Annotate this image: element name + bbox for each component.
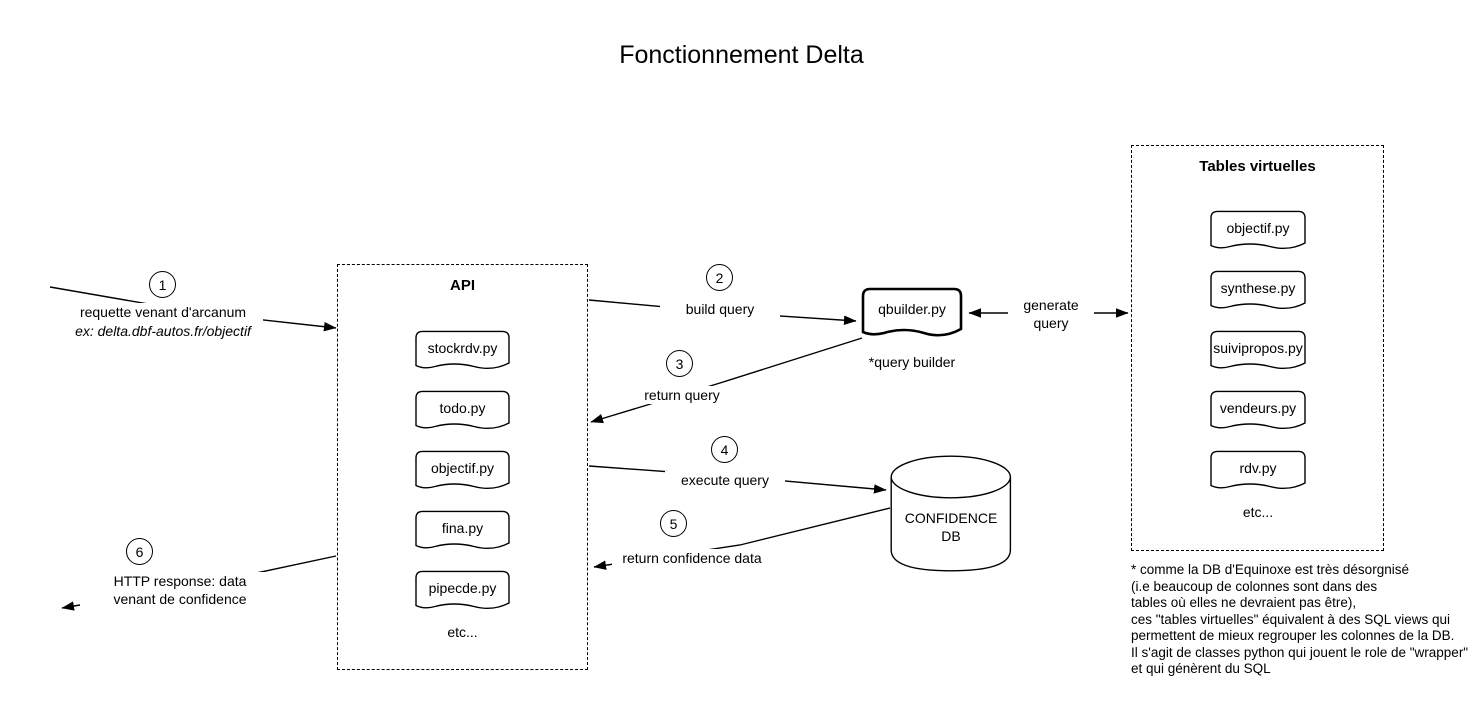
step-badge-2: 2 bbox=[706, 264, 733, 291]
edge-label-generate-query-line2: query bbox=[1008, 314, 1094, 332]
group-virtual-tables[interactable]: Tables virtuelles bbox=[1131, 145, 1384, 551]
step-label-4: execute query bbox=[665, 471, 785, 489]
step-badge-5: 5 bbox=[660, 510, 687, 537]
api-node-fina[interactable]: fina.py bbox=[413, 510, 512, 552]
group-api[interactable]: API bbox=[337, 264, 588, 670]
db-label-line2: DB bbox=[941, 527, 961, 544]
vt-node-rdv-label: rdv.py bbox=[1239, 459, 1277, 476]
vt-node-vendeurs[interactable]: vendeurs.py bbox=[1208, 390, 1308, 432]
api-node-fina-label: fina.py bbox=[441, 519, 484, 536]
vt-node-objectif-label: objectif.py bbox=[1226, 219, 1290, 236]
node-qbuilder[interactable]: qbuilder.py bbox=[861, 287, 963, 340]
vt-node-suivipropos[interactable]: suivipropos.py bbox=[1208, 330, 1308, 372]
step-label-3: return query bbox=[622, 386, 742, 404]
vt-node-objectif[interactable]: objectif.py bbox=[1208, 210, 1308, 252]
node-qbuilder-caption: *query builder bbox=[868, 354, 956, 370]
footnote-text: * comme la DB d'Equinoxe est très désorg… bbox=[1131, 562, 1469, 676]
api-node-objectif-label: objectif.py bbox=[430, 459, 495, 476]
api-etc-label: etc... bbox=[447, 624, 478, 640]
group-api-title: API bbox=[449, 277, 475, 294]
api-node-todo-label: todo.py bbox=[439, 399, 486, 416]
api-node-pipecde-label: pipecde.py bbox=[428, 579, 497, 596]
step-badge-6: 6 bbox=[126, 538, 153, 565]
virtual-tables-etc-label: etc... bbox=[1242, 504, 1274, 520]
vt-node-vendeurs-label: vendeurs.py bbox=[1219, 399, 1297, 416]
api-node-objectif[interactable]: objectif.py bbox=[413, 450, 512, 492]
api-node-stockrdv[interactable]: stockrdv.py bbox=[413, 330, 512, 372]
step-label-5: return confidence data bbox=[612, 549, 772, 567]
edge-label-generate-query-line1: generate bbox=[1008, 296, 1094, 314]
api-node-stockrdv-label: stockrdv.py bbox=[427, 339, 498, 356]
step-label-2: build query bbox=[660, 300, 780, 318]
db-label-line1: CONFIDENCE bbox=[904, 509, 998, 526]
page-title: Fonctionnement Delta bbox=[619, 41, 864, 69]
node-confidence-db[interactable]: CONFIDENCE DB bbox=[890, 455, 1012, 572]
step-badge-1: 1 bbox=[149, 271, 176, 298]
step-badge-4: 4 bbox=[711, 436, 738, 463]
vt-node-synthese[interactable]: synthese.py bbox=[1208, 270, 1308, 312]
node-qbuilder-label: qbuilder.py bbox=[878, 301, 946, 317]
api-node-todo[interactable]: todo.py bbox=[413, 390, 512, 432]
vt-node-rdv[interactable]: rdv.py bbox=[1208, 450, 1308, 492]
node-confidence-db-label: CONFIDENCE DB bbox=[890, 481, 1012, 572]
step-sublabel-1: ex: delta.dbf-autos.fr/objectif bbox=[63, 322, 263, 340]
step-label-1: requette venant d'arcanum bbox=[63, 303, 263, 321]
api-node-pipecde[interactable]: pipecde.py bbox=[413, 570, 512, 612]
step-label-6: HTTP response: data bbox=[80, 572, 280, 590]
vt-node-suivipropos-label: suivipropos.py bbox=[1213, 339, 1303, 356]
vt-node-synthese-label: synthese.py bbox=[1220, 279, 1296, 296]
step-badge-3: 3 bbox=[666, 350, 693, 377]
step-sublabel-6: venant de confidence bbox=[80, 590, 280, 608]
group-virtual-tables-title: Tables virtuelles bbox=[1199, 158, 1316, 175]
